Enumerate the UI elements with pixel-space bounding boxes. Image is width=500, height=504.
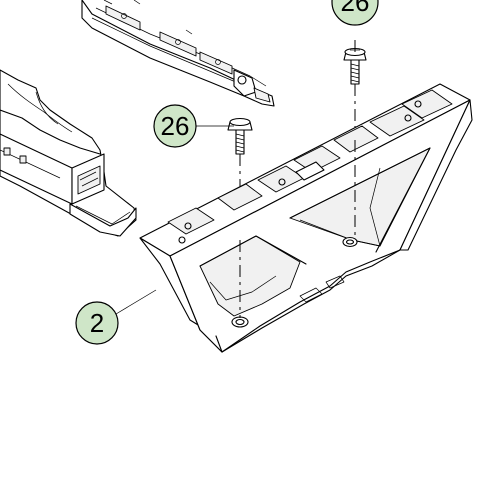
callout-label: 26 <box>161 111 190 141</box>
frame-tube <box>0 69 137 237</box>
callout-26-top: 26 <box>331 0 379 26</box>
callout-badge <box>75 301 119 345</box>
rail-bracket <box>81 0 275 107</box>
callout-2: 2 <box>75 301 119 345</box>
callout-label: 26 <box>341 0 370 17</box>
screw-lower <box>227 117 253 200</box>
callout-26-left: 26 <box>153 104 197 148</box>
leader-line <box>115 289 157 315</box>
callout-badge <box>153 104 197 148</box>
screw-upper <box>343 40 367 128</box>
main-bracket <box>139 83 473 353</box>
callout-label: 2 <box>90 308 104 338</box>
callout-badge <box>331 0 379 26</box>
